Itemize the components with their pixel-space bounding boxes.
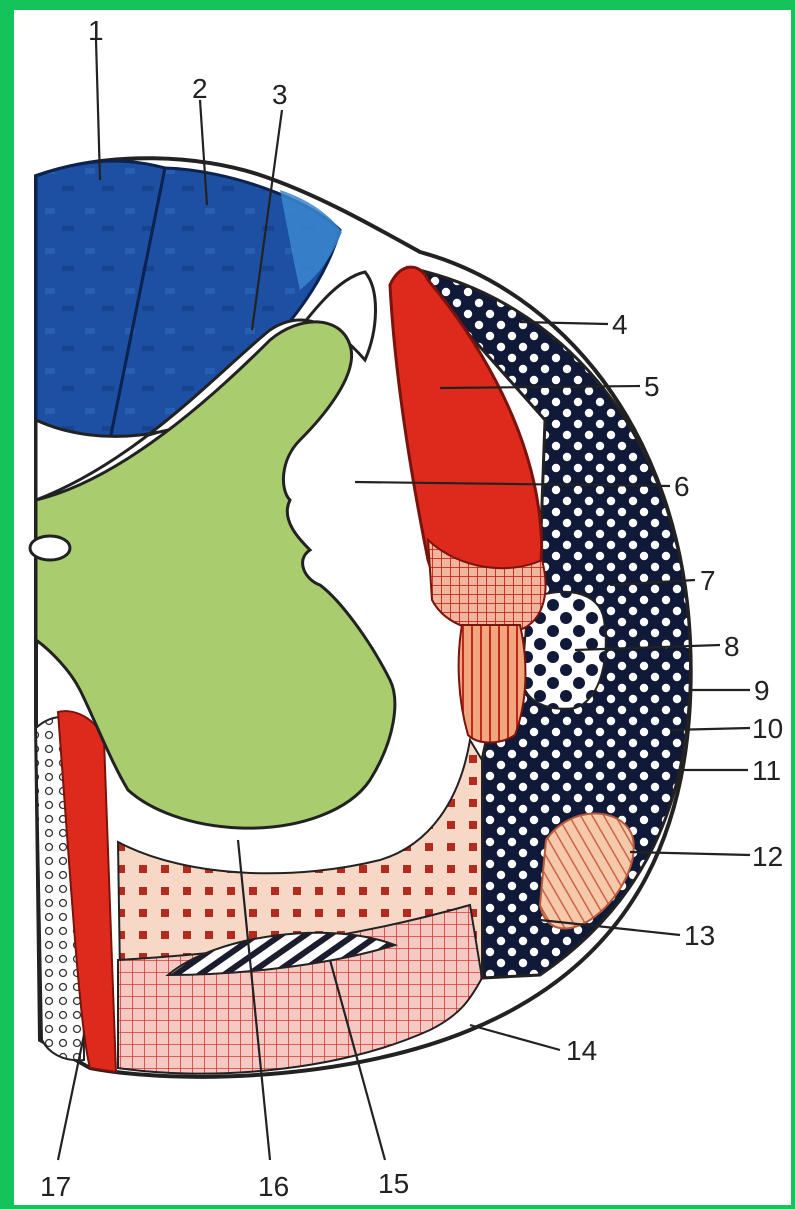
tract-9-striped [459, 625, 526, 743]
label-4: 4 [612, 309, 628, 340]
label-13: 13 [684, 920, 715, 951]
label-10: 10 [752, 713, 783, 744]
label-9: 9 [754, 675, 770, 706]
label-1: 1 [88, 15, 104, 46]
label-16: 16 [258, 1171, 289, 1202]
central-canal [30, 536, 70, 560]
label-7: 7 [700, 565, 716, 596]
label-12: 12 [752, 841, 783, 872]
label-14: 14 [566, 1035, 597, 1066]
label-8: 8 [724, 631, 740, 662]
label-6: 6 [674, 471, 690, 502]
label-17: 17 [40, 1171, 71, 1202]
label-15: 15 [378, 1168, 409, 1199]
label-2: 2 [192, 73, 208, 104]
label-11: 11 [752, 755, 781, 786]
label-5: 5 [644, 371, 660, 402]
label-3: 3 [272, 79, 288, 110]
spinal-cord-cross-section: 1 2 3 4 5 6 7 8 9 10 11 12 13 14 15 16 1… [14, 10, 795, 1205]
